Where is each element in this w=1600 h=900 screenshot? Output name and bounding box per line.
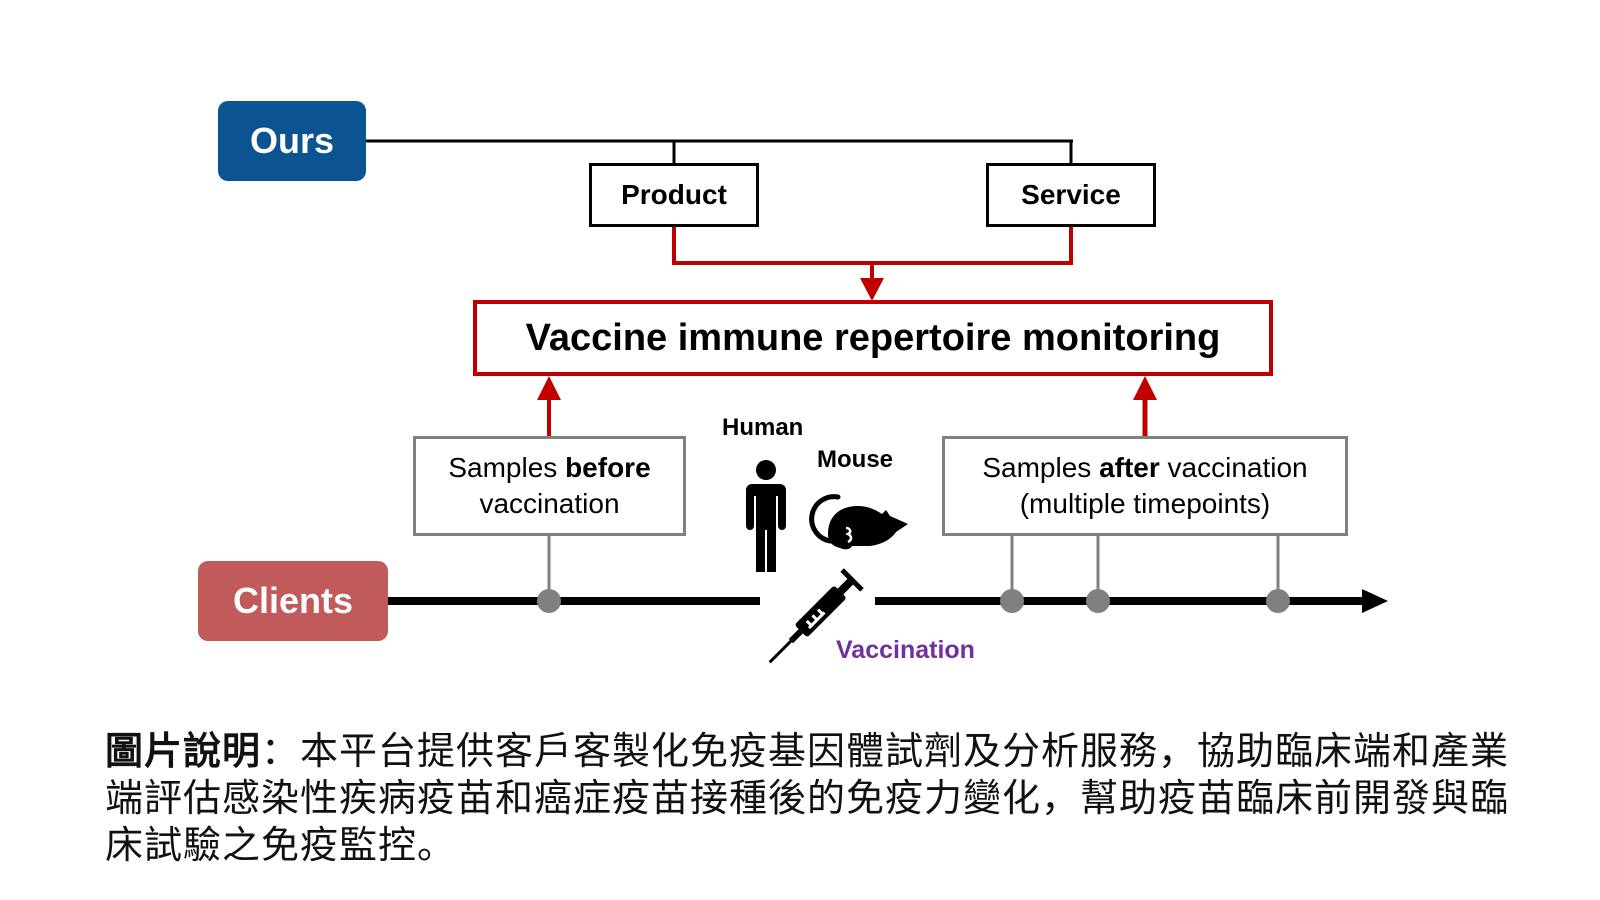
product-service-merge-line: [672, 227, 1073, 265]
arrow-down-icon: [860, 278, 884, 301]
human-icon: [746, 460, 786, 572]
ours-connector: [366, 139, 1073, 163]
ours-box: Ours: [218, 101, 366, 181]
timepoint-dot-after-3: [1266, 589, 1290, 613]
service-box: Service: [986, 163, 1156, 227]
arrow-up-icon: [537, 376, 561, 400]
caption-body: 本平台提供客戶客製化免疫基因體試劑及分析服務，協助臨床端和產業端評估感染性疾病疫…: [105, 729, 1510, 867]
syringe-icon: [768, 568, 864, 664]
samples-before-text: Samples before vaccination: [448, 450, 650, 522]
caption-separator: ：: [261, 729, 301, 773]
samples-before-line2: vaccination: [479, 488, 620, 519]
product-box: Product: [589, 163, 759, 227]
vaccination-label: Vaccination: [836, 636, 975, 664]
monitoring-box: Vaccine immune repertoire monitoring: [473, 300, 1273, 376]
samples-after-suffix: vaccination: [1159, 452, 1308, 483]
mouse-label: Mouse: [817, 446, 894, 473]
samples-after-prefix: Samples: [982, 452, 1100, 483]
samples-before-box: Samples before vaccination: [413, 436, 686, 536]
mouse-icon: [809, 494, 908, 550]
samples-before-emphasis: before: [565, 452, 651, 483]
timepoint-dot-after-1: [1000, 589, 1024, 613]
human-label: Human: [722, 414, 804, 441]
figure-caption: 圖片說明：本平台提供客戶客製化免疫基因體試劑及分析服務，協助臨床端和產業端評估感…: [105, 728, 1525, 869]
samples-after-text: Samples after vaccination (multiple time…: [982, 450, 1307, 522]
caption-title: 圖片說明: [105, 729, 262, 773]
arrow-up-icon: [1133, 376, 1157, 400]
timepoint-dot-after-2: [1086, 589, 1110, 613]
samples-after-box: Samples after vaccination (multiple time…: [942, 436, 1348, 536]
sample-markers: [547, 536, 1280, 600]
arrow-right-icon: [1362, 589, 1388, 613]
samples-after-line2: (multiple timepoints): [1019, 488, 1271, 519]
red-merge-connector: [672, 227, 1073, 282]
samples-after-emphasis: after: [1099, 452, 1160, 483]
timepoint-dot-before: [537, 589, 561, 613]
clients-box: Clients: [198, 561, 388, 641]
samples-before-prefix: Samples: [448, 452, 566, 483]
